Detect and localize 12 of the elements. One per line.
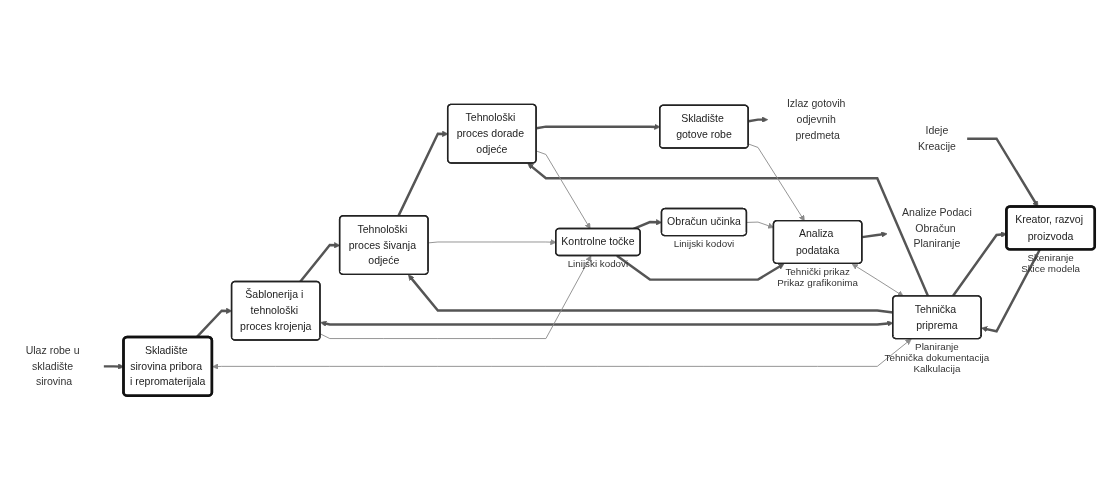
node-caption: Linijski kodovi <box>673 237 735 249</box>
node-caption: Tehnički prikaz Prikaz grafikonima <box>777 265 858 288</box>
arrow <box>748 116 769 123</box>
arrow <box>981 249 1041 333</box>
node-caption: Planiranje Tehnička dokumentacija Kalkulacija <box>884 340 990 375</box>
node-text: Ulaz robe u skladište sirovina <box>25 344 80 388</box>
node-text: Analize Podaci Obračun Planiranje <box>902 205 972 250</box>
arrow <box>951 231 1007 297</box>
arrow <box>616 254 785 281</box>
arrow <box>862 231 888 239</box>
node-text: Izlaz gotovih odjevnih predmeta <box>786 97 846 141</box>
node-text: Ideje Kreacije <box>917 124 956 152</box>
